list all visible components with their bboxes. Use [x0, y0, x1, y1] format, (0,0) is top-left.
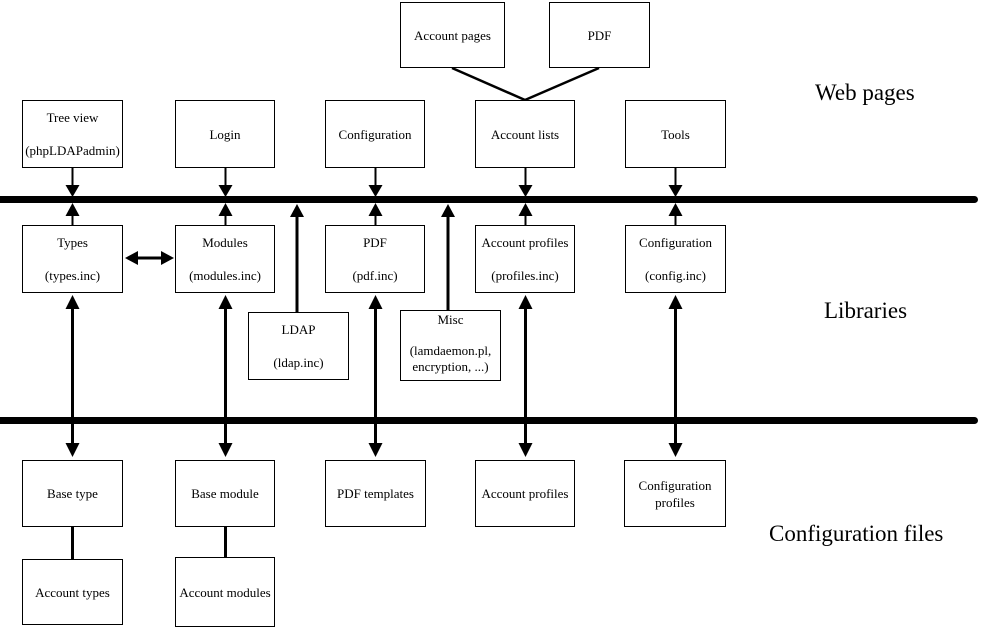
box-account-profiles-lib-line2: (profiles.inc)	[491, 268, 559, 283]
arrow-types-modules	[125, 251, 174, 265]
box-configuration-lib: Configuration (config.inc)	[625, 225, 726, 293]
box-tree-view: Tree view (phpLDAPadmin)	[22, 100, 123, 168]
box-login: Login	[175, 100, 275, 168]
box-types-lib: Types (types.inc)	[22, 225, 123, 293]
box-account-pages: Account pages	[400, 2, 505, 68]
box-ldap-lib-line1: LDAP	[281, 322, 316, 337]
box-configuration-page-label: Configuration	[338, 126, 412, 142]
box-misc-lib-line3: encryption, ...)	[412, 359, 489, 374]
box-pdf-lib-line2: (pdf.inc)	[352, 268, 398, 283]
box-misc-lib-detail: (lamdaemon.pl, encryption, ...)	[410, 343, 492, 375]
box-configuration-lib-line2: (config.inc)	[644, 268, 706, 283]
box-base-type-label: Base type	[47, 486, 98, 501]
arrows-libraries-configfiles	[65, 295, 683, 457]
box-tree-view-line1: Tree view	[46, 110, 99, 125]
box-base-module: Base module	[175, 460, 275, 527]
box-misc-lib-line1: Misc	[437, 312, 464, 327]
box-base-type: Base type	[22, 460, 123, 527]
box-account-pages-label: Account pages	[414, 27, 491, 43]
box-account-types: Account types	[22, 559, 123, 625]
box-account-modules-label: Account modules	[179, 584, 271, 600]
layer-label-libraries: Libraries	[824, 298, 908, 323]
box-ldap-lib: LDAP (ldap.inc)	[248, 312, 349, 380]
box-pdf-page: PDF	[549, 2, 650, 68]
box-modules-lib: Modules (modules.inc)	[175, 225, 275, 293]
box-account-types-label: Account types	[35, 584, 110, 600]
box-login-label: Login	[209, 126, 241, 142]
box-configuration-lib-line1: Configuration	[639, 235, 712, 250]
box-tools: Tools	[625, 100, 726, 168]
box-tree-view-line2: (phpLDAPadmin)	[25, 143, 120, 158]
box-account-lists-label: Account lists	[490, 126, 560, 142]
box-account-profiles-file: Account profiles	[475, 460, 575, 527]
box-configuration-page: Configuration	[325, 100, 425, 168]
box-ldap-lib-line2: (ldap.inc)	[273, 355, 324, 370]
box-tools-label: Tools	[661, 126, 690, 142]
box-types-lib-line2: (types.inc)	[44, 268, 101, 283]
box-misc-lib: Misc (lamdaemon.pl, encryption, ...)	[400, 310, 501, 381]
box-pdf-lib: PDF (pdf.inc)	[325, 225, 425, 293]
box-account-modules: Account modules	[175, 557, 275, 627]
layer-label-web-pages: Web pages	[815, 80, 915, 105]
arrow-ldap-to-bus	[290, 204, 304, 312]
link-pdf-to-account-lists	[524, 66, 600, 102]
box-account-profiles-lib-line1: Account profiles	[481, 235, 569, 250]
link-account-pages-to-account-lists	[451, 66, 526, 102]
box-pdf-templates: PDF templates	[325, 460, 426, 527]
arrows-webrow-bus-libraries	[65, 168, 683, 225]
box-configuration-profiles-line1: Configuration	[638, 477, 712, 493]
box-types-lib-line1: Types	[57, 235, 88, 250]
box-modules-lib-line2: (modules.inc)	[189, 268, 261, 283]
box-account-lists: Account lists	[475, 100, 575, 168]
box-configuration-profiles-file: Configuration profiles	[624, 460, 726, 527]
box-configuration-profiles-line2: profiles	[655, 494, 695, 510]
box-pdf-page-label: PDF	[587, 27, 612, 43]
layer-label-configuration-files: Configuration files	[769, 521, 944, 546]
box-pdf-lib-line1: PDF	[363, 235, 387, 250]
arrow-misc-to-bus	[441, 204, 455, 310]
box-pdf-templates-label: PDF templates	[337, 486, 414, 501]
box-base-module-label: Base module	[191, 486, 259, 501]
box-account-profiles-file-label: Account profiles	[481, 486, 569, 501]
box-account-profiles-lib: Account profiles (profiles.inc)	[475, 225, 575, 293]
box-modules-lib-line1: Modules	[202, 235, 248, 250]
box-misc-lib-line2: (lamdaemon.pl,	[409, 343, 492, 358]
